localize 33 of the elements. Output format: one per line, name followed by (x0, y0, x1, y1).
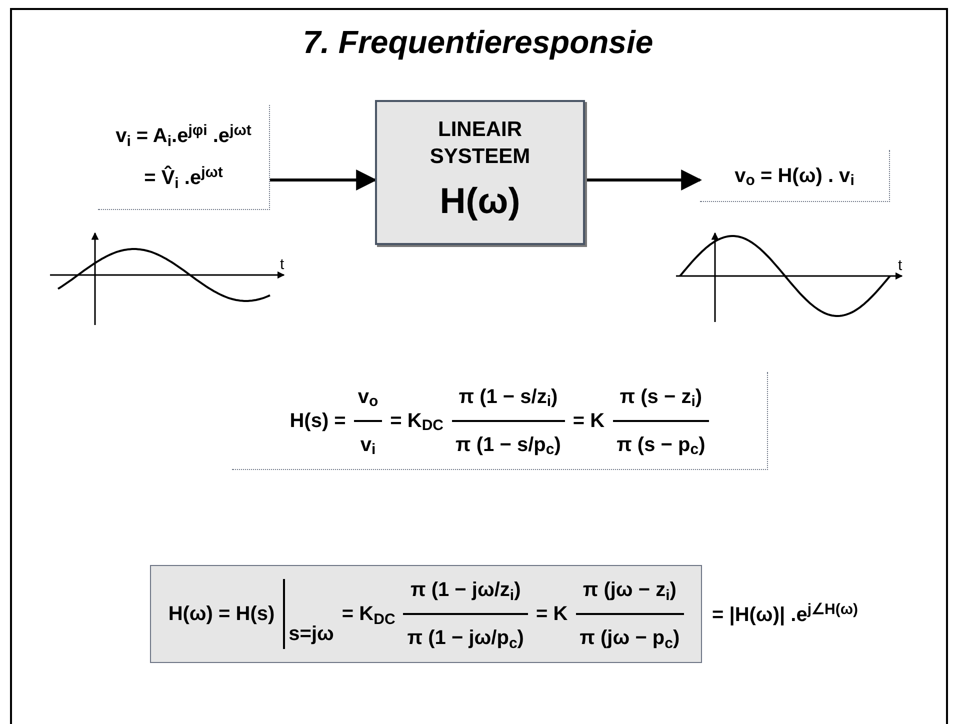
system-box (375, 100, 585, 245)
denominator: π (1 − jω/p$_{c}$) (406, 626, 525, 653)
numerator: π (1 − s/z$_{i}$) (452, 382, 565, 422)
formula-text: H(s) = (290, 408, 346, 434)
numerator: π (s − z$_{i}$) (612, 382, 710, 422)
formula-text: v$_{o}$ = H(ω) . v$_{i}$ (734, 164, 854, 190)
numerator: π (jω − z$_{i}$) (576, 575, 684, 615)
formula-box (700, 150, 890, 202)
formula-text: H(ω) = H(s) (168, 602, 275, 627)
formula-text: s=jω (288, 622, 334, 647)
arrow (270, 170, 378, 190)
formula-text: = K$_{DC}$ (390, 408, 444, 436)
numerator: π (1 − jω/z$_{i}$) (403, 575, 528, 615)
axis-label: t (280, 255, 284, 275)
formula-text: v$_{i}$ = A$_{i}$.e$^{jφi}$ .e$^{jωt}$ (116, 121, 252, 151)
system-label: LINEAIR SYSTEEM (428, 117, 532, 170)
formula-text: = K (536, 602, 568, 627)
denominator: π (s − p$_{c}$) (616, 432, 706, 460)
formula-box (98, 105, 270, 210)
formula-box (232, 372, 768, 470)
arrow (585, 170, 702, 190)
denominator: π (1 − s/p$_{c}$) (454, 432, 562, 460)
formula-text: = |H(ω)| .e$^{j∠H(ω)}$ (712, 600, 858, 628)
denominator: π (jω − p$_{c}$) (578, 626, 681, 653)
denominator: v$_{i}$ (359, 432, 377, 460)
formula-text: = V̂$_{i}$ .e$^{jωt}$ (144, 163, 223, 193)
numerator: v$_{o}$ (354, 382, 382, 422)
formula-box (150, 565, 702, 663)
system-label: H(ω) (440, 178, 520, 223)
formula-text: = K$_{DC}$ (342, 602, 396, 629)
axis-label: t (898, 256, 902, 276)
formula-text: = K (572, 408, 605, 434)
title: 7. Frequentieresponsie (302, 23, 654, 62)
